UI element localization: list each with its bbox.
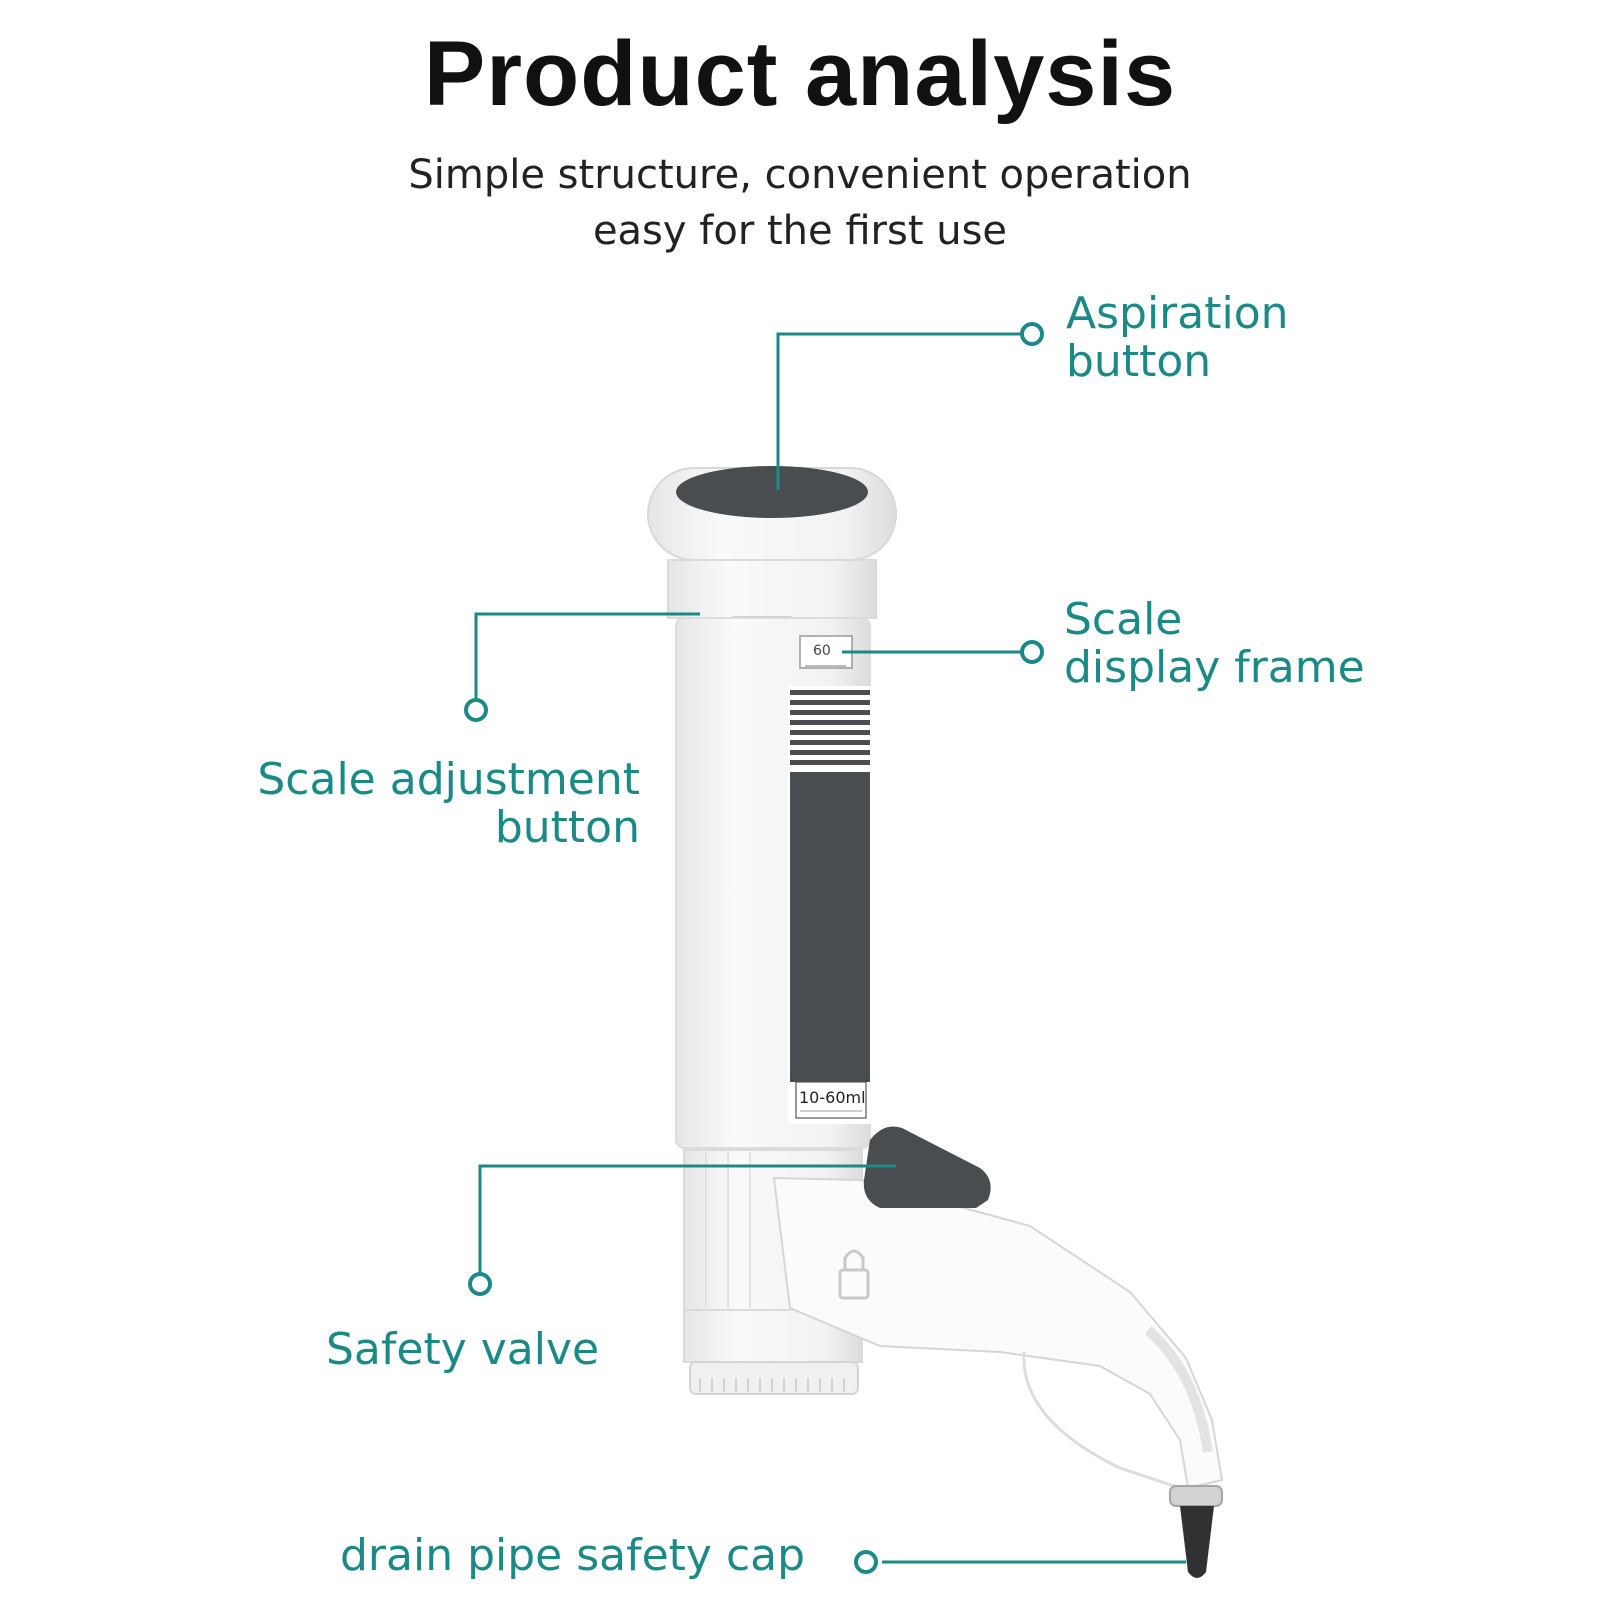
drain-cap-marker (854, 1550, 878, 1574)
label-scale-display-line2: display frame (1064, 642, 1365, 693)
label-scale-adjust-line1: Scale adjustment (257, 754, 640, 805)
scale-window-value: 60 (813, 643, 831, 659)
volume-label: 10-60ml (799, 1088, 866, 1107)
aspiration-leader-line (776, 332, 1028, 490)
label-aspiration-button: Aspiration button (1066, 290, 1289, 386)
label-safety-valve: Safety valve (326, 1324, 600, 1375)
safety-valve-marker (468, 1272, 492, 1296)
discharge-arm (772, 1176, 1224, 1492)
label-aspiration-line1: Aspiration (1066, 288, 1289, 339)
label-scale-adjustment-button: Scale adjustment button (200, 756, 640, 852)
scale-display-marker (1020, 640, 1044, 664)
aspiration-marker (1020, 322, 1044, 346)
label-scale-display-line1: Scale (1064, 594, 1183, 645)
scale-adjust-marker (464, 698, 488, 722)
drain-pipe-cap (1169, 1485, 1223, 1578)
safety-valve-leader-line (478, 1164, 896, 1274)
aspiration-button-top (676, 466, 868, 518)
subtitle-line-1: Simple structure, convenient operation (408, 152, 1192, 198)
subtitle-line-2: easy for the first use (592, 208, 1008, 254)
scale-adjust-leader-line (474, 612, 700, 698)
label-scale-display-frame: Scale display frame (1064, 596, 1365, 692)
safety-valve-knob (863, 1126, 991, 1208)
label-panel: 10-60ml (788, 686, 872, 1124)
label-drain-pipe-safety-cap: drain pipe safety cap (340, 1530, 806, 1581)
lock-icon (838, 1249, 870, 1300)
aspiration-cap (647, 466, 897, 561)
label-aspiration-line2: button (1066, 336, 1212, 387)
page-title: Product analysis (423, 23, 1177, 125)
label-scale-adjust-line2: button (494, 802, 640, 853)
